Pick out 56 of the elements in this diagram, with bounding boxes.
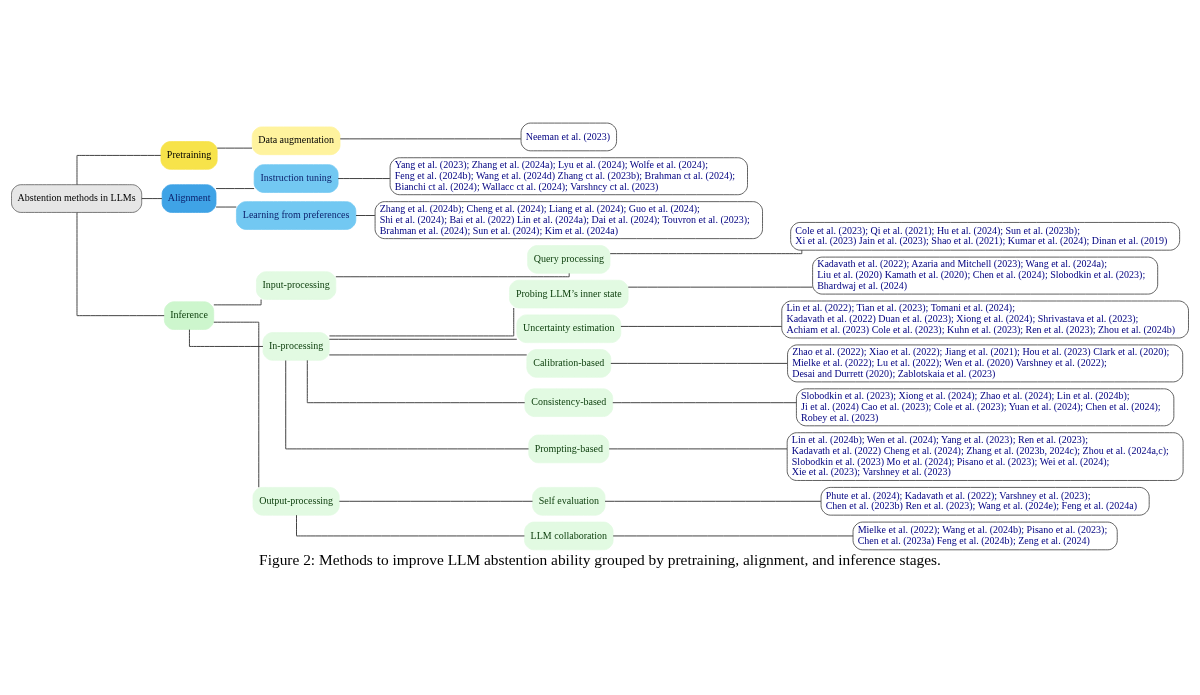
connector (189, 328, 264, 347)
node-box: Lin et al. (2022); Tian et al. (2023); Tomani et al. (2024); Kadavath et al. (2022) Duan et al. (2023); Xiong et al. (2024); Shrivastava et al. (2023); Achiam et al. (2023) Cole et al. (2023); Kuhn et al. (2023); Ren et al. (2023); Zhou et al. (2024b) (781, 300, 1189, 338)
node-box: Mielke et al. (2022); Wang et al. (2024b); Pisano et al. (2023); Chen et al. (2023a) Feng et al. (2024b); Zeng et al. (2024) (852, 521, 1118, 550)
node-box: Kadavath et al. (2022); Azaria and Mitchell (2023); Wang et al. (2024a); Liu et al. (2020) Kamath et al. (2020); Chen et al. (2024); Slobodkin et al. (2023); Bhardwaj et al. (2024) (812, 256, 1159, 294)
connector (604, 500, 822, 502)
node-box: Uncertainty estimation (516, 314, 622, 343)
connector (337, 177, 391, 179)
connector (620, 325, 783, 327)
node-box: Prompting-based (528, 434, 610, 463)
node-box: In-processing (262, 331, 330, 361)
connector (213, 321, 260, 488)
node-box: Slobodkin et al. (2023); Xiong et al. (2024); Zhao et al. (2024); Lin et al. (2024b); Ji et al. (2024) Cao et al. (2023); Cole et al. (2023); Yuan et al. (2024); Chen et al. (2024); Robey et al. (2023) (796, 387, 1175, 426)
connector (338, 500, 533, 502)
node-box: Inference (164, 300, 215, 330)
connector (285, 359, 529, 449)
connector (627, 286, 813, 288)
node-box: Probing LLM’s inner state (509, 279, 629, 308)
connector (328, 338, 518, 340)
connector (296, 514, 525, 536)
node-box: Abstention methods in LLMs (11, 183, 143, 213)
caption: Figure 2: Methods to improve LLM abstention ability grouped by pretraining, alignment, and inference stages. (259, 550, 941, 568)
node-box: Data augmentation (251, 126, 341, 155)
connector (76, 211, 165, 316)
node-box: Learning from preferences (236, 200, 357, 230)
connector (608, 447, 788, 449)
node-box: Yang et al. (2023); Zhang et al. (2024a); Lyu et al. (2024); Wolfe et al. (2024); Feng et al. (2024b); Wang et al. (2024d) Zhang ct al. (2023b); Brahman ct al. (2024); Bianchi ct al. (2024); Wallacc ct al. (2024); Varshncy ct al. (2023) (389, 156, 748, 195)
node-box: Neeman et al. (2023) (520, 122, 617, 151)
node-box: Output-processing (252, 486, 340, 516)
connector (335, 272, 570, 277)
connector (612, 401, 797, 403)
node-box: Calibration-based (526, 348, 612, 378)
node-box: Zhang et al. (2024b); Cheng et al. (2024); Liang et al. (2024); Guo et al. (2024); Shi et al. (2024); Bai et al. (2022) Lin et al. (2024a); Dai et al. (2024); Touvron et al. (2023); Brahman et al. (2024); Sun et al. (2024); Kim et al. (2024a) (374, 200, 763, 239)
connector (339, 137, 522, 139)
connector (141, 197, 163, 199)
node-box: Self evaluation (532, 486, 606, 516)
node-box: Pretraining (160, 140, 218, 170)
node-box: Consistency-based (524, 387, 614, 417)
connector (306, 359, 526, 403)
node-box: Zhao et al. (2022); Xiao et al. (2022); Jiang et al. (2021); Hou et al. (2023) Clark et al. (2020); Mielke et al. (2022); Lu et al. (2022); Wen et al. (2020) Varshney et al. (2022); Desai and Durrett (2020); Zablotskaia et al. (2023) (787, 344, 1184, 382)
node-box: Query processing (527, 244, 611, 274)
connector (355, 214, 376, 216)
connector (609, 249, 803, 254)
connector (215, 187, 255, 189)
node-box: Cole et al. (2023); Qi et al. (2021); Hu et al. (2024); Sun et al. (2023b); Xi et al. (2023) Jain et al. (2023); Shao et al. (2021); Kumar et al. (2024); Dinan et al. (2019) (790, 221, 1180, 251)
connector (213, 298, 262, 305)
node-box: LLM collaboration (524, 521, 614, 550)
node-box: Instruction tuning (253, 163, 339, 193)
connector (612, 535, 854, 536)
connector (76, 154, 162, 185)
node-box: Alignment (161, 183, 217, 213)
node-box: Phute et al. (2024); Kadavath et al. (2022); Varshney et al. (2023); Chen et al. (2023b) Ren et al. (2023); Wang et al. (2024e); Feng et al. (2024a) (820, 486, 1150, 516)
connector (216, 147, 253, 149)
connector (328, 307, 515, 336)
connector (610, 362, 788, 364)
node-box: Lin et al. (2024b); Wen et al. (2024); Yang et al. (2023); Ren et al. (2023); Kadavath et al. (2022) Cheng et al. (2024); Zhang et al. (2023b, 2024c); Zhou et al. (2024a,c); Slobodkin et al. (2023) Mo et al. (2024); Pisano et al. (2023); Wei et al. (2024); Xie et al. (2023); Varshney et al. (2023) (786, 431, 1184, 481)
node-box: Input-processing (256, 270, 337, 300)
